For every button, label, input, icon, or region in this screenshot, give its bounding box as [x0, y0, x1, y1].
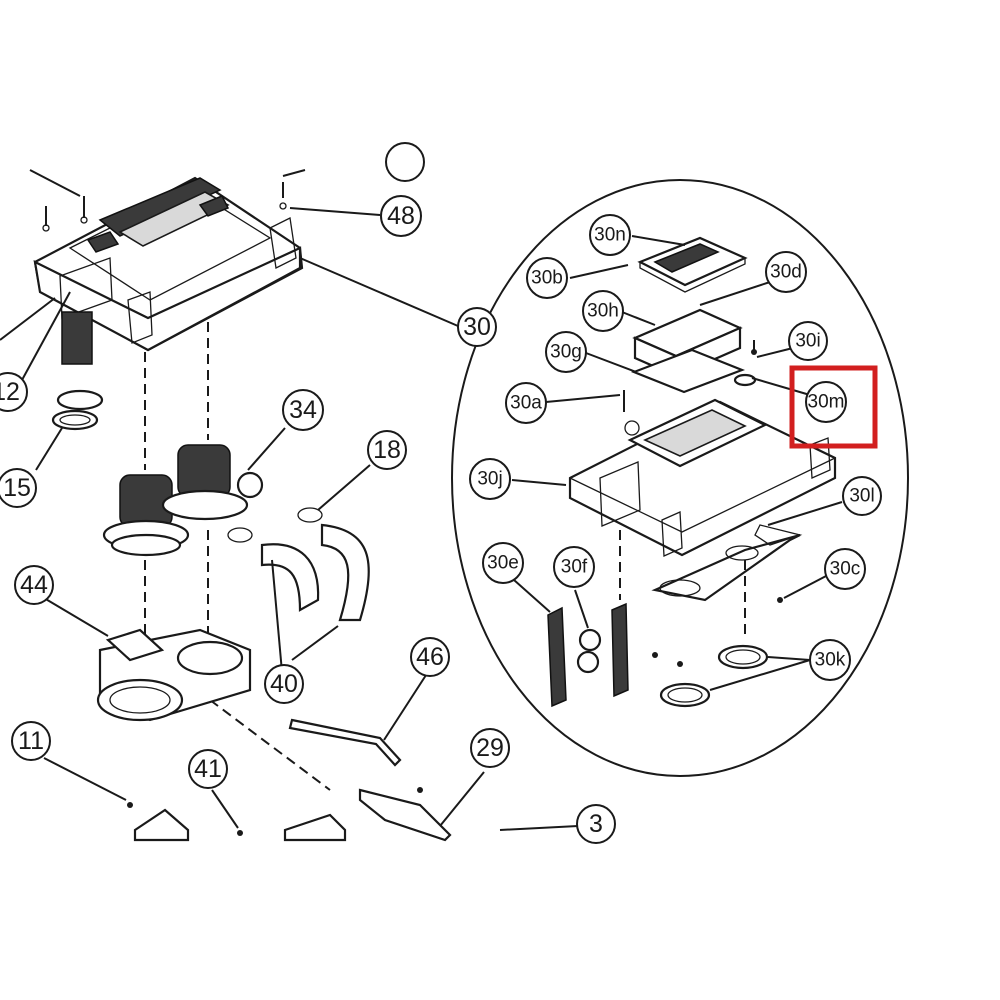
- callout-34-label: 34: [289, 396, 317, 424]
- callout-30a-label: 30a: [510, 393, 542, 414]
- callout-11: 11: [11, 721, 51, 761]
- callout-30i-label: 30i: [795, 331, 820, 352]
- callout-12-label: 12: [0, 378, 20, 406]
- highlight-box-30m: [789, 365, 878, 449]
- base-plate-30l: [651, 524, 803, 602]
- callout-30k: 30k: [809, 639, 851, 681]
- callout-40: 40: [264, 664, 304, 704]
- callout-30a: 30a: [505, 382, 547, 424]
- callout-46: 46: [410, 637, 450, 677]
- callout-30m-label: 30m: [808, 392, 845, 413]
- o-ring-30k: [659, 644, 769, 708]
- callout-34: 34: [282, 389, 324, 431]
- callout-30c-label: 30c: [830, 559, 861, 580]
- clip-30m-part: [733, 373, 757, 387]
- callout-41: 41: [188, 749, 228, 789]
- callout-3-label: 3: [589, 810, 603, 838]
- callout-30h-label: 30h: [587, 301, 619, 322]
- callout-18: 18: [367, 430, 407, 470]
- callout-29-label: 29: [476, 734, 504, 762]
- callout-30f-label: 30f: [561, 557, 588, 578]
- screw-48: [279, 182, 287, 210]
- callout-3: 3: [576, 804, 616, 844]
- clip-30e: [547, 602, 629, 708]
- ball-30f: [576, 628, 602, 674]
- callout-48: 48: [380, 195, 422, 237]
- callout-30d-label: 30d: [770, 262, 802, 283]
- callout-48-label: 48: [387, 202, 415, 230]
- detail-boundary: [451, 179, 909, 777]
- callout-30d: 30d: [765, 251, 807, 293]
- callout-30f: 30f: [553, 546, 595, 588]
- callout-30b-label: 30b: [531, 268, 563, 289]
- callout-15: 15: [0, 468, 37, 508]
- callout-30j-label: 30j: [477, 469, 502, 490]
- callout-11-label: 11: [18, 727, 44, 755]
- callout-30n-label: 30n: [594, 225, 626, 246]
- hose-40: [260, 523, 370, 622]
- callout-top-partial: [385, 142, 425, 182]
- housing-30-drawing: [33, 176, 304, 365]
- callout-30: 30: [457, 307, 497, 347]
- callout-30n: 30n: [589, 214, 631, 256]
- callout-44-label: 44: [20, 571, 48, 599]
- base-plate-44: [96, 628, 252, 722]
- callout-30g: 30g: [545, 331, 587, 373]
- callout-30b: 30b: [526, 257, 568, 299]
- callout-15-label: 15: [3, 474, 31, 502]
- callout-44: 44: [14, 565, 54, 605]
- gasket-sheet-30g: [630, 348, 746, 394]
- callout-46-label: 46: [416, 643, 444, 671]
- allen-key-46: [288, 718, 402, 767]
- callout-40-label: 40: [270, 670, 298, 698]
- callout-30e-label: 30e: [487, 553, 519, 574]
- callout-12: 12: [0, 372, 28, 412]
- callout-30g-label: 30g: [550, 342, 582, 363]
- o-ring-15: [51, 389, 104, 431]
- screw-left-a: [42, 206, 50, 232]
- callout-30l-label: 30l: [849, 486, 874, 507]
- callout-41-label: 41: [194, 755, 222, 783]
- callout-30c: 30c: [824, 548, 866, 590]
- callout-30j: 30j: [469, 458, 511, 500]
- callout-29: 29: [470, 728, 510, 768]
- cover-plate-30n: [637, 236, 748, 293]
- callout-30e: 30e: [482, 542, 524, 584]
- callout-30l: 30l: [842, 476, 882, 516]
- leaders: [0, 169, 843, 831]
- valve-body-34: [102, 444, 264, 557]
- gasket-18: [227, 507, 323, 543]
- callout-30m: 30m: [805, 381, 847, 423]
- screw-left-b: [80, 196, 88, 224]
- callout-30i: 30i: [788, 321, 828, 361]
- callout-30h: 30h: [582, 290, 624, 332]
- callout-30-label: 30: [463, 313, 491, 341]
- callout-18-label: 18: [373, 436, 401, 464]
- housing-30j: [568, 398, 837, 557]
- bottom-parts: [127, 787, 452, 842]
- callout-30k-label: 30k: [815, 650, 846, 671]
